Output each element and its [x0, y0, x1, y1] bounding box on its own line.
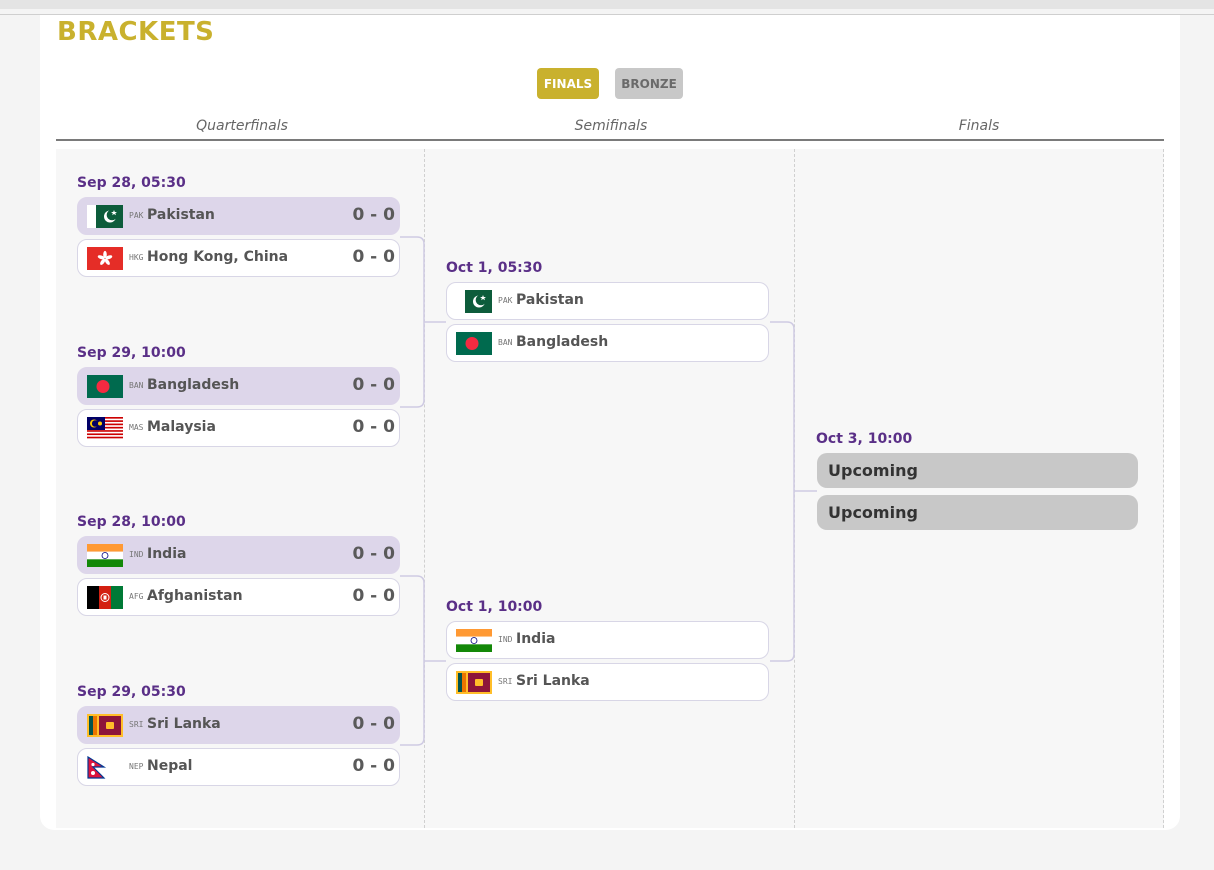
match-date: Sep 28, 05:30: [77, 175, 186, 191]
final-team-placeholder[interactable]: Upcoming: [817, 453, 1138, 488]
column-divider: [1163, 149, 1164, 828]
column-divider: [424, 149, 425, 828]
team-name: Sri Lanka: [147, 716, 221, 732]
team-name: Bangladesh: [147, 377, 240, 393]
team-row[interactable]: IND India 0 - 0: [77, 536, 400, 574]
team-row[interactable]: IND India: [446, 621, 769, 659]
team-score: 0 - 0: [352, 247, 395, 267]
round-header-finals: Finals: [958, 118, 1000, 134]
team-row[interactable]: BAN Bangladesh: [446, 324, 769, 362]
team-code: IND: [129, 550, 144, 559]
malaysia-flag-icon: [87, 417, 123, 440]
hong-kong-flag-icon: [87, 247, 123, 270]
team-score: 0 - 0: [352, 375, 395, 395]
match-date: Sep 28, 10:00: [77, 514, 186, 530]
team-score: 0 - 0: [352, 544, 395, 564]
final-team-placeholder[interactable]: Upcoming: [817, 495, 1138, 530]
team-code: PAK: [129, 211, 144, 220]
match-date: Oct 1, 05:30: [446, 260, 543, 276]
team-code: MAS: [129, 423, 144, 432]
pakistan-flag-icon: [87, 205, 123, 228]
team-row[interactable]: AFG Afghanistan 0 - 0: [77, 578, 400, 616]
page-title: BRACKETS: [57, 17, 215, 47]
team-row[interactable]: SRI Sri Lanka: [446, 663, 769, 701]
team-code: HKG: [129, 253, 144, 262]
team-name: India: [516, 631, 556, 647]
sri-lanka-flag-icon: [456, 671, 492, 694]
pakistan-flag-icon: [456, 290, 492, 313]
team-row[interactable]: MAS Malaysia 0 - 0: [77, 409, 400, 447]
team-row[interactable]: HKG Hong Kong, China 0 - 0: [77, 239, 400, 277]
team-name: Afghanistan: [147, 588, 243, 604]
team-score: 0 - 0: [352, 205, 395, 225]
round-header-quarterfinals: Quarterfinals: [196, 118, 288, 134]
browser-top-strip: [0, 0, 1214, 9]
team-name: Bangladesh: [516, 334, 609, 350]
team-row[interactable]: NEP Nepal 0 - 0: [77, 748, 400, 786]
team-code: BAN: [129, 381, 144, 390]
india-flag-icon: [456, 629, 492, 652]
india-flag-icon: [87, 544, 123, 567]
nepal-flag-icon: [87, 756, 123, 779]
bangladesh-flag-icon: [456, 332, 492, 355]
team-row[interactable]: BAN Bangladesh 0 - 0: [77, 367, 400, 405]
team-row[interactable]: PAK Pakistan: [446, 282, 769, 320]
team-score: 0 - 0: [352, 586, 395, 606]
team-score: 0 - 0: [352, 417, 395, 437]
tab-finals[interactable]: FINALS: [537, 68, 599, 99]
team-code: BAN: [498, 338, 513, 347]
match-date: Sep 29, 10:00: [77, 345, 186, 361]
match-date: Sep 29, 05:30: [77, 684, 186, 700]
team-name: Hong Kong, China: [147, 249, 289, 265]
top-divider: [0, 14, 1214, 15]
sri-lanka-flag-icon: [87, 714, 123, 737]
team-name: Pakistan: [147, 207, 215, 223]
round-header-semifinals: Semifinals: [574, 118, 648, 134]
team-code: NEP: [129, 762, 144, 771]
team-code: AFG: [129, 592, 144, 601]
bangladesh-flag-icon: [87, 375, 123, 398]
match-date: Oct 3, 10:00: [816, 431, 913, 447]
tab-bronze[interactable]: BRONZE: [615, 68, 683, 99]
team-code: PAK: [498, 296, 513, 305]
team-row[interactable]: PAK Pakistan 0 - 0: [77, 197, 400, 235]
team-score: 0 - 0: [352, 756, 395, 776]
team-name: India: [147, 546, 187, 562]
match-date: Oct 1, 10:00: [446, 599, 543, 615]
team-name: Malaysia: [147, 419, 216, 435]
team-code: SRI: [498, 677, 513, 686]
team-name: Pakistan: [516, 292, 584, 308]
team-code: SRI: [129, 720, 144, 729]
team-row[interactable]: SRI Sri Lanka 0 - 0: [77, 706, 400, 744]
team-name: Nepal: [147, 758, 193, 774]
round-header-divider: [56, 139, 1164, 141]
afghanistan-flag-icon: [87, 586, 123, 609]
team-score: 0 - 0: [352, 714, 395, 734]
team-code: IND: [498, 635, 513, 644]
team-name: Sri Lanka: [516, 673, 590, 689]
